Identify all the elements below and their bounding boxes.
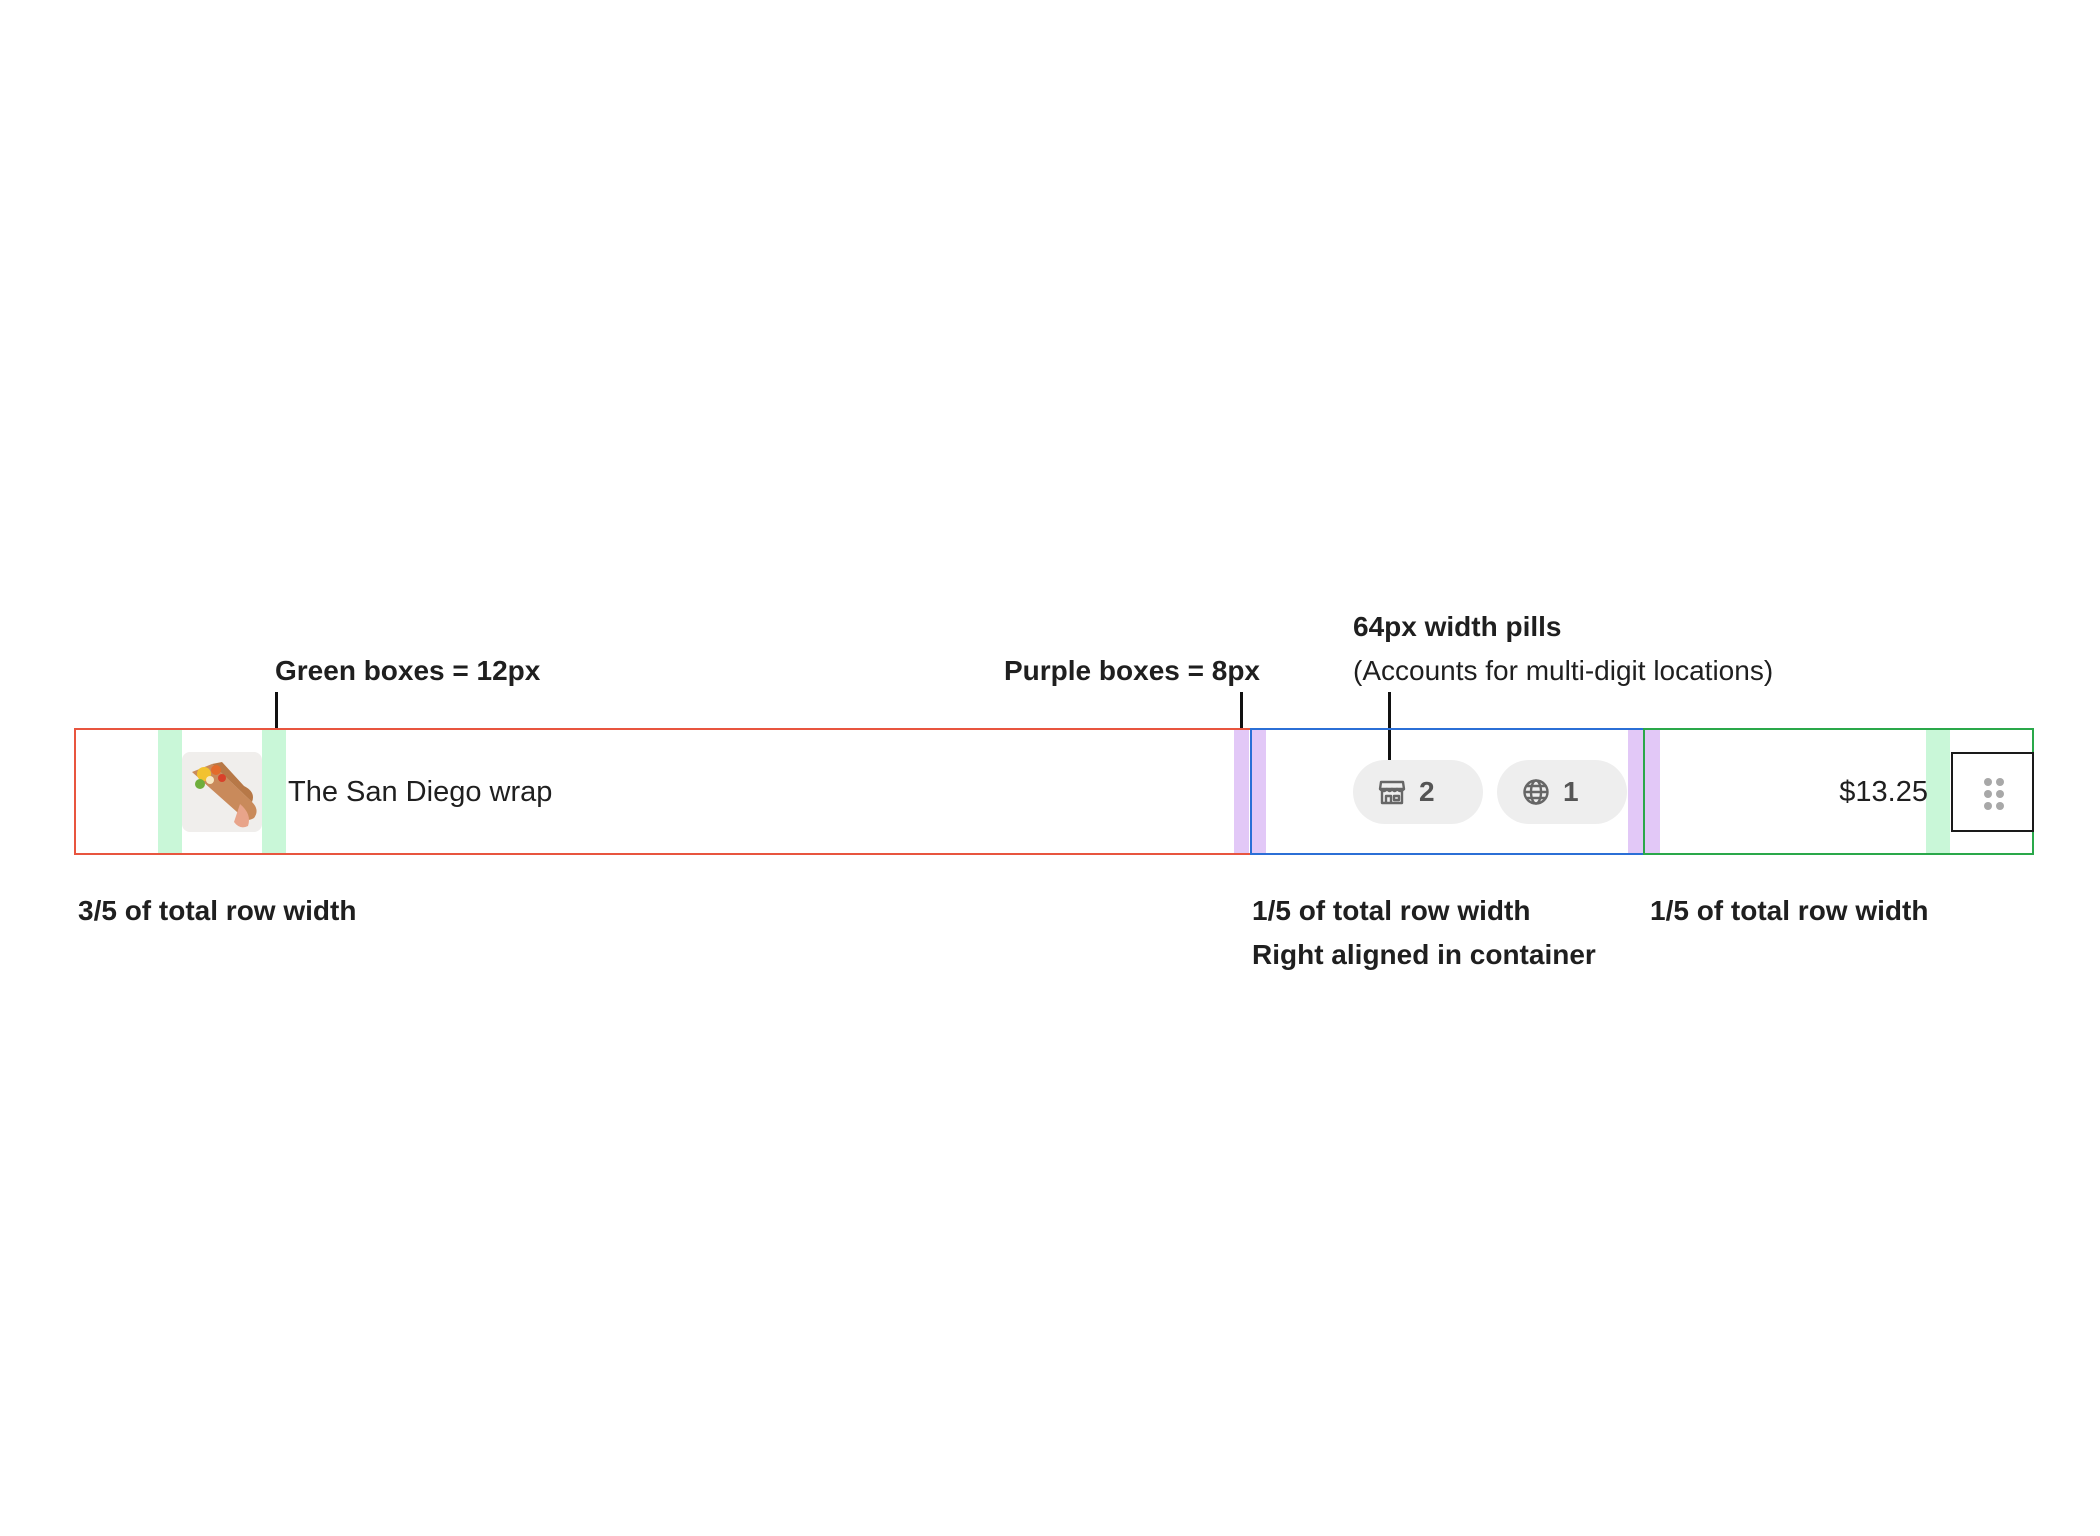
purple-boxes-pointer [1240, 692, 1243, 730]
drag-dot [1984, 790, 1992, 798]
globe-icon [1521, 777, 1551, 807]
name-column-caption: 3/5 of total row width [78, 895, 357, 926]
drag-dot [1984, 778, 1992, 786]
online-count: 1 [1563, 776, 1579, 807]
online-locations-pill[interactable]: 1 [1497, 760, 1627, 824]
wrap-food-photo [182, 752, 262, 832]
drag-dot [1996, 802, 2004, 810]
drag-dot [1996, 778, 2004, 786]
pills-column-alignment-caption: Right aligned in container [1252, 939, 1596, 970]
drag-dot [1984, 802, 1992, 810]
pills-width-annotation: 64px width pills [1353, 611, 1562, 642]
drag-handle-icon[interactable] [1951, 752, 2034, 832]
store-count: 2 [1419, 776, 1435, 807]
purple-padding-box [1252, 730, 1266, 853]
store-locations-pill[interactable]: 2 [1353, 760, 1483, 824]
price-column-caption: 1/5 of total row width [1650, 895, 1929, 926]
pills-note-annotation: (Accounts for multi-digit locations) [1353, 655, 1774, 686]
pills-column-caption: 1/5 of total row width [1252, 895, 1531, 926]
purple-boxes-annotation: Purple boxes = 8px [1004, 655, 1260, 686]
purple-padding-box [1234, 730, 1249, 853]
item-name: The San Diego wrap [288, 776, 553, 808]
drag-dot [1996, 790, 2004, 798]
purple-padding-box [1645, 730, 1660, 853]
item-price: $13.25 [1839, 776, 1928, 808]
green-boxes-annotation: Green boxes = 12px [275, 655, 541, 686]
green-padding-box [1926, 730, 1950, 853]
green-padding-box [262, 730, 286, 853]
green-boxes-pointer [275, 692, 278, 730]
storefront-icon [1377, 777, 1407, 807]
purple-padding-box [1628, 730, 1643, 853]
pills-pointer [1388, 692, 1391, 760]
green-padding-box [158, 730, 182, 853]
